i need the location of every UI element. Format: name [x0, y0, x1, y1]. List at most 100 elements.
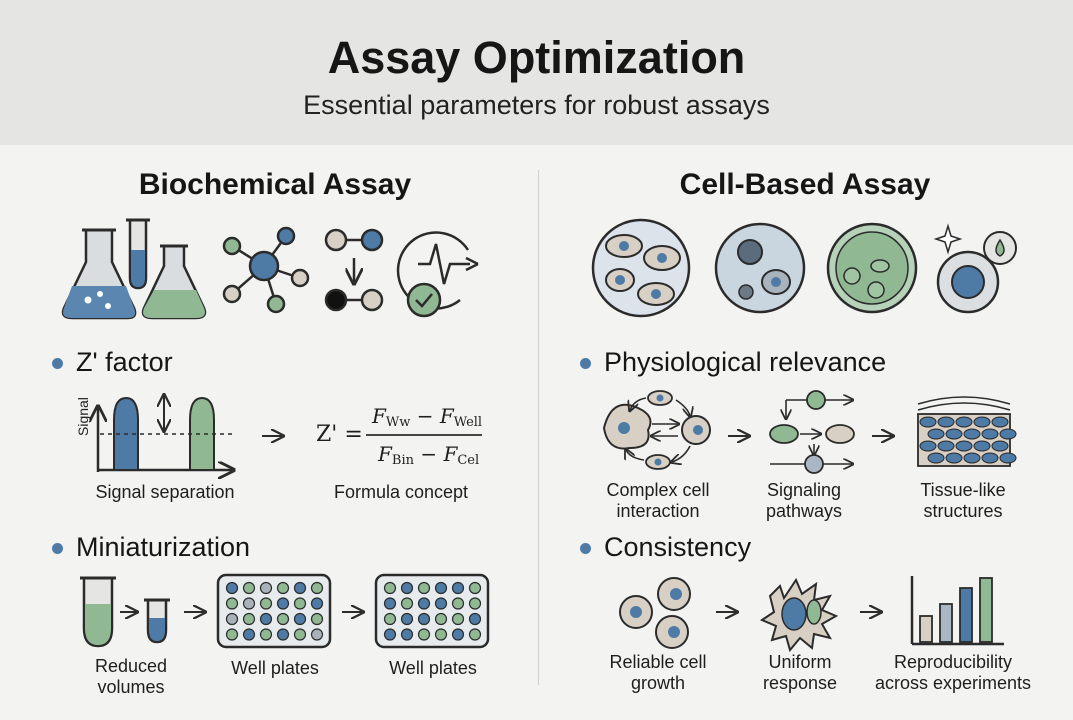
signal-separation-plot [98, 396, 234, 472]
tissue-cell [991, 440, 1009, 452]
well [383, 581, 397, 595]
well [310, 628, 324, 641]
well [434, 597, 448, 610]
cell-growth-icon [619, 577, 691, 649]
tissue-cell [981, 452, 999, 464]
molecule-icon [222, 226, 310, 314]
cell-sparkle-icon [933, 223, 1017, 314]
well [276, 612, 290, 626]
well [242, 597, 256, 610]
bullet-dot [52, 543, 63, 554]
well [259, 628, 273, 641]
well [400, 597, 414, 610]
signal-separation-caption: Signal separation [95, 482, 235, 502]
bullet-dot [52, 358, 63, 369]
well-plates-caption-2: Well plates [389, 658, 477, 678]
formula-concept-caption: Formula concept [333, 482, 469, 502]
well [434, 581, 448, 595]
signal-axis-label: Signal [75, 397, 91, 436]
cell-column-title: Cell-Based Assay [679, 168, 931, 201]
complex-cell-interaction-icon [602, 390, 711, 470]
tissue-cell [927, 428, 945, 440]
well [293, 597, 307, 610]
well [293, 581, 307, 595]
well [400, 581, 414, 595]
complex-cell-interaction-caption: Complex cell interaction [606, 480, 710, 521]
physiological-heading: Physiological relevance [604, 347, 887, 377]
column-divider [538, 170, 539, 685]
z-factor-heading: Z' factor [76, 347, 173, 377]
well [225, 612, 239, 626]
tissue-cell [973, 440, 991, 452]
miniaturization-heading: Miniaturization [76, 532, 251, 562]
well [293, 628, 307, 641]
reproducibility-caption: Reproducibility across experiments [874, 652, 1032, 693]
tissue-cell [981, 428, 999, 440]
well [383, 612, 397, 626]
well [417, 597, 431, 610]
well [310, 597, 324, 610]
tissue-cell [973, 416, 991, 428]
well [417, 628, 431, 641]
well [310, 581, 324, 595]
tissue-cell [945, 428, 963, 440]
header-band [0, 0, 1073, 145]
biochemical-column-title: Biochemical Assay [138, 168, 412, 201]
well-plate-384-wells [383, 581, 482, 641]
small-tube-icon [144, 598, 170, 644]
well [468, 581, 482, 595]
page-subtitle: Essential parameters for robust assays [303, 90, 770, 120]
microscope-field-icon [714, 222, 806, 314]
tissue-cell [999, 452, 1017, 464]
well [383, 628, 397, 641]
well-plate-96-wells [225, 581, 324, 641]
conical-flask-icon [141, 244, 207, 320]
uniform-response-icon [759, 577, 839, 653]
well [242, 581, 256, 595]
well [242, 612, 256, 626]
tissue-cell [955, 440, 973, 452]
tissue-cell [945, 452, 963, 464]
reliable-cell-growth-caption: Reliable cell growth [609, 652, 707, 693]
signaling-pathway-icon [769, 390, 855, 474]
well [417, 581, 431, 595]
well [468, 597, 482, 610]
well [451, 581, 465, 595]
well-plates-caption-1: Well plates [231, 658, 319, 678]
page-title: Assay Optimization [327, 32, 746, 83]
well [259, 581, 273, 595]
tissue-cell [937, 416, 955, 428]
formula-numerator: FWw − FWell [372, 404, 483, 430]
well [259, 597, 273, 610]
reaction-icon [324, 228, 384, 312]
tissue-structure-icon [917, 396, 1017, 467]
well [400, 612, 414, 626]
green-colony-icon [826, 222, 918, 314]
tissue-cell [927, 452, 945, 464]
consistency-heading: Consistency [604, 532, 752, 562]
test-tube-icon [126, 218, 150, 290]
well [276, 628, 290, 641]
uniform-response-caption: Uniform response [762, 652, 838, 693]
well [451, 612, 465, 626]
reduced-volumes-caption: Reduced volumes [94, 656, 168, 697]
large-tube-icon [80, 576, 116, 648]
tissue-cell [919, 440, 937, 452]
bullet-dot [580, 358, 591, 369]
well [259, 612, 273, 626]
cell-dish-icon [591, 218, 691, 318]
well [417, 612, 431, 626]
well [434, 628, 448, 641]
flask-icon [61, 228, 137, 320]
tissue-cell [963, 452, 981, 464]
tissue-cell [955, 416, 973, 428]
well [468, 612, 482, 626]
well [276, 597, 290, 610]
tissue-like-structures-caption: Tissue-like structures [920, 480, 1006, 521]
tissue-cell [999, 428, 1017, 440]
formula-denominator: FBin − FCel [378, 442, 480, 468]
well [451, 628, 465, 641]
well [225, 581, 239, 595]
tissue-cell [937, 440, 955, 452]
